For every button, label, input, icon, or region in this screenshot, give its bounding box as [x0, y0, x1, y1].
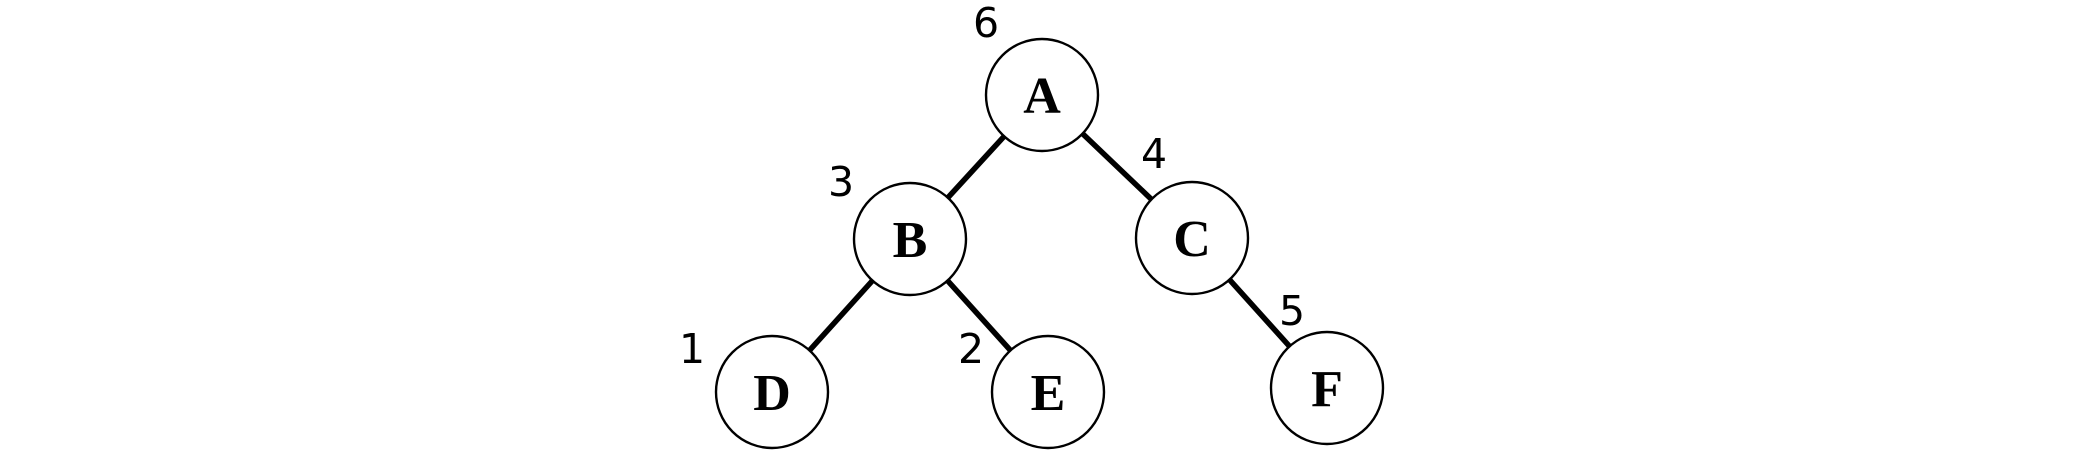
- tree-node-order-number-E: 2: [958, 325, 984, 373]
- tree-node-letter-F: F: [1311, 361, 1343, 418]
- tree-node-order-number-D: 1: [679, 325, 705, 373]
- tree-node-E: [990, 334, 1106, 450]
- tree-node-B: [852, 181, 968, 297]
- tree-node-letter-D: D: [753, 365, 791, 422]
- tree-node-order-number-A: 6: [973, 0, 999, 47]
- tree-node-letter-E: E: [1031, 365, 1066, 422]
- tree-node-D: [714, 334, 830, 450]
- tree-node-C: [1134, 180, 1250, 296]
- tree-node-letter-B: B: [893, 212, 928, 269]
- tree-node-order-number-F: 5: [1279, 287, 1305, 335]
- tree-node-A: [984, 37, 1100, 153]
- tree-node-letter-A: A: [1023, 68, 1061, 125]
- tree-node-letter-C: C: [1173, 211, 1211, 268]
- tree-node-order-number-C: 4: [1141, 130, 1167, 178]
- tree-node-order-number-B: 3: [828, 158, 854, 206]
- tree-node-F: [1269, 330, 1385, 446]
